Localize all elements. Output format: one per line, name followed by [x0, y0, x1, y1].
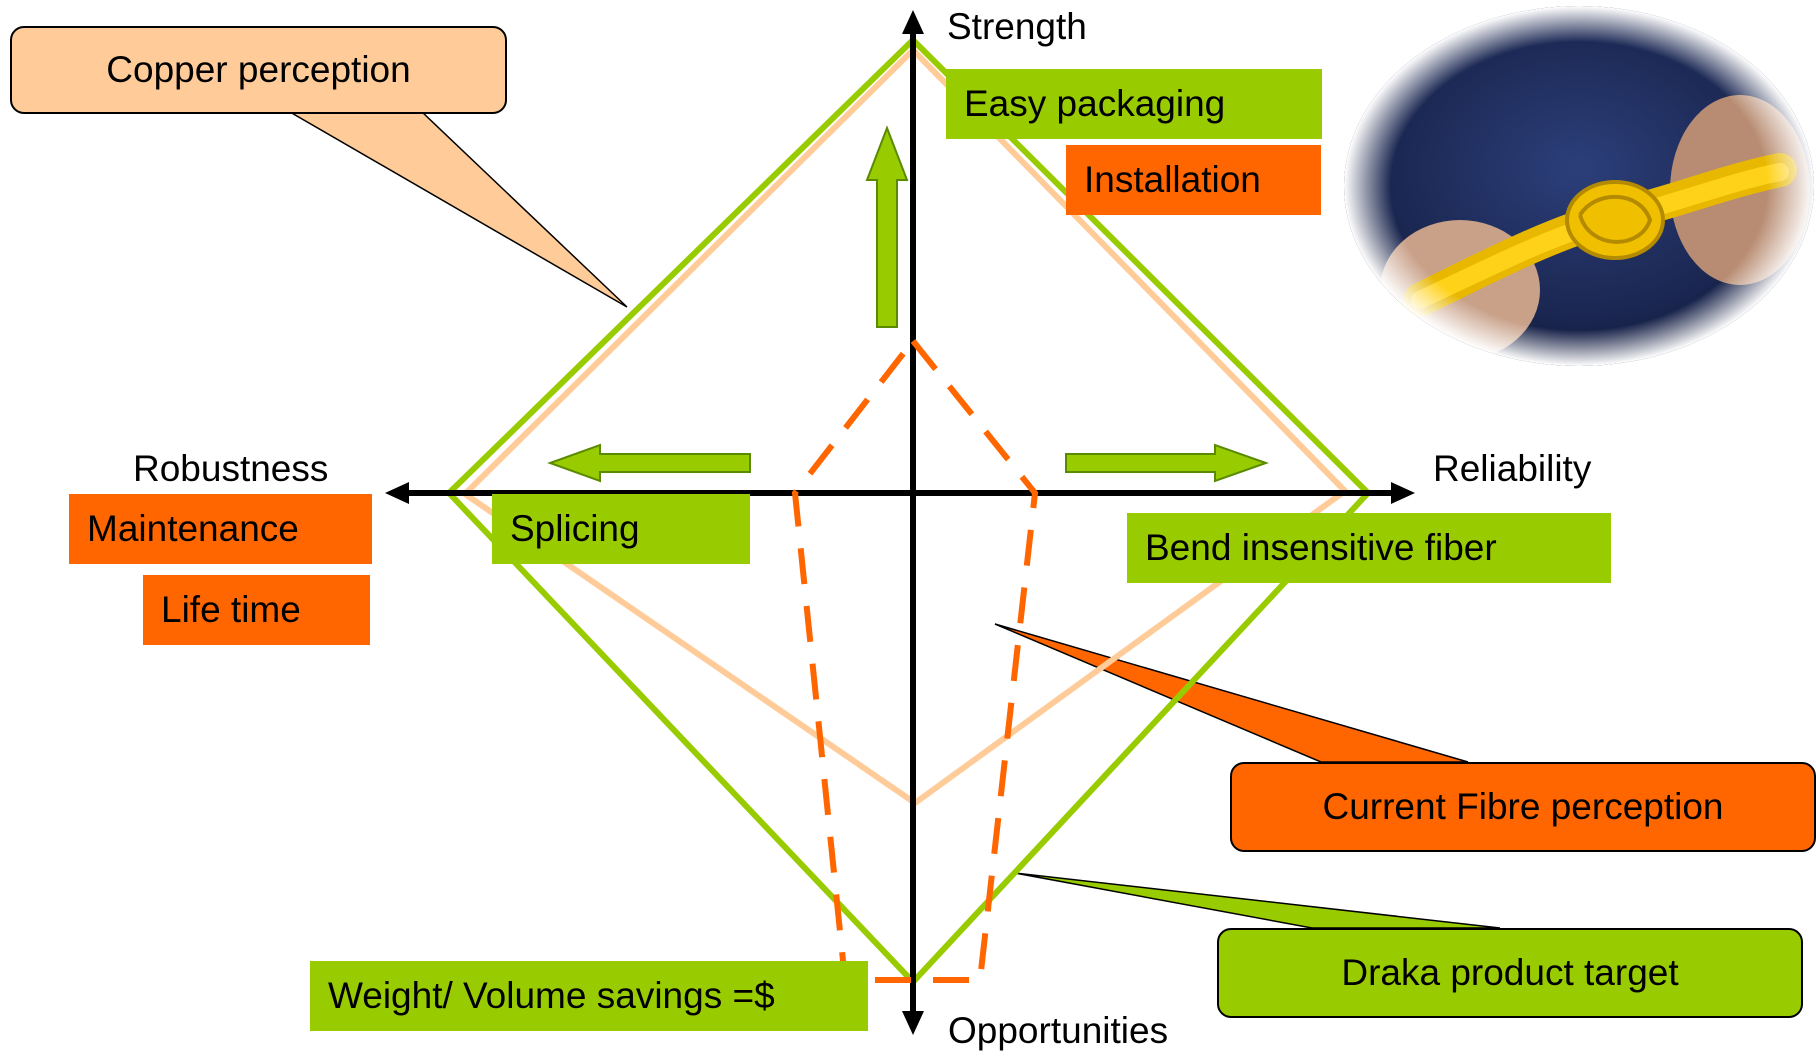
- axis-arrow-left: [385, 482, 409, 504]
- axis-label-left: Robustness: [133, 448, 329, 489]
- fibre-perception-shape: [791, 336, 1039, 983]
- tag-life-time: Life time: [143, 575, 370, 645]
- arrow-left-icon: [547, 443, 751, 483]
- arrow-right-icon: [1065, 443, 1270, 483]
- axis-arrow-down: [902, 1011, 924, 1035]
- arrow-up-icon: [865, 125, 909, 328]
- copper-perception-callout: Copper perception: [10, 26, 507, 114]
- axis-arrow-right: [1391, 482, 1415, 504]
- axis-label-bottom: Opportunities: [948, 1010, 1169, 1051]
- copper-callout-pointer: [287, 111, 628, 308]
- tag-installation: Installation: [1066, 145, 1321, 215]
- draka-target-callout: Draka product target: [1217, 928, 1803, 1018]
- axis-label-right: Reliability: [1433, 448, 1592, 489]
- tag-splicing: Splicing: [492, 494, 750, 564]
- tag-maintenance: Maintenance: [69, 494, 372, 564]
- knotted-cable-photo: [1344, 6, 1814, 366]
- tag-bend-insensitive-fiber: Bend insensitive fiber: [1127, 513, 1611, 583]
- draka-callout-pointer: [1014, 872, 1501, 929]
- tag-weight-volume-savings: Weight/ Volume savings =$: [310, 961, 868, 1031]
- tag-easy-packaging: Easy packaging: [946, 69, 1322, 139]
- axis-label-top: Strength: [947, 6, 1087, 47]
- fibre-perception-callout: Current Fibre perception: [1230, 762, 1816, 852]
- axis-arrow-up: [902, 10, 924, 34]
